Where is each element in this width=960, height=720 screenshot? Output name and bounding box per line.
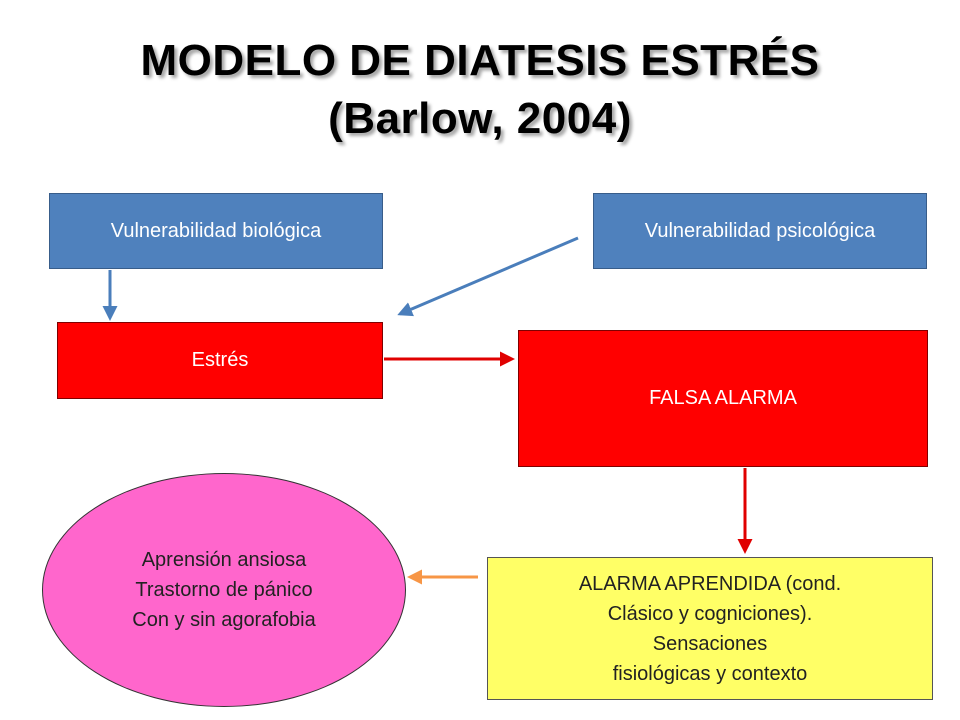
diagram-title: MODELO DE DIATESIS ESTRÉS: [140, 36, 820, 85]
node-line: Con y sin agorafobia: [132, 609, 316, 631]
node-label: Vulnerabilidad biológica: [110, 219, 322, 242]
arrow-psicologica-to-estres: [397, 236, 579, 317]
node-alarma-aprendida: ALARMA APRENDIDA (cond. Clásico y cognic…: [487, 557, 933, 700]
node-line: Aprensión ansiosa: [141, 549, 307, 571]
diagram-subtitle: (Barlow, 2004): [328, 94, 632, 143]
node-vulnerabilidad-biologica: Vulnerabilidad biológica: [49, 193, 383, 269]
node-aprension-ansiosa: Aprensión ansiosa Trastorno de pánico Co…: [42, 473, 406, 707]
node-estres: Estrés: [57, 322, 383, 399]
node-line: Clásico y cogniciones).: [607, 602, 813, 625]
node-line: fisiológicas y contexto: [612, 662, 808, 685]
node-label: FALSA ALARMA: [649, 387, 797, 409]
node-line: Sensaciones: [652, 632, 768, 655]
node-line: ALARMA APRENDIDA (cond.: [578, 572, 842, 595]
node-falsa-alarma: FALSA ALARMA: [518, 330, 928, 467]
node-vulnerabilidad-psicologica: Vulnerabilidad psicológica: [593, 193, 927, 269]
node-label: Vulnerabilidad psicológica: [644, 219, 876, 242]
node-label: Estrés: [191, 349, 249, 371]
node-line: Trastorno de pánico: [135, 579, 313, 601]
